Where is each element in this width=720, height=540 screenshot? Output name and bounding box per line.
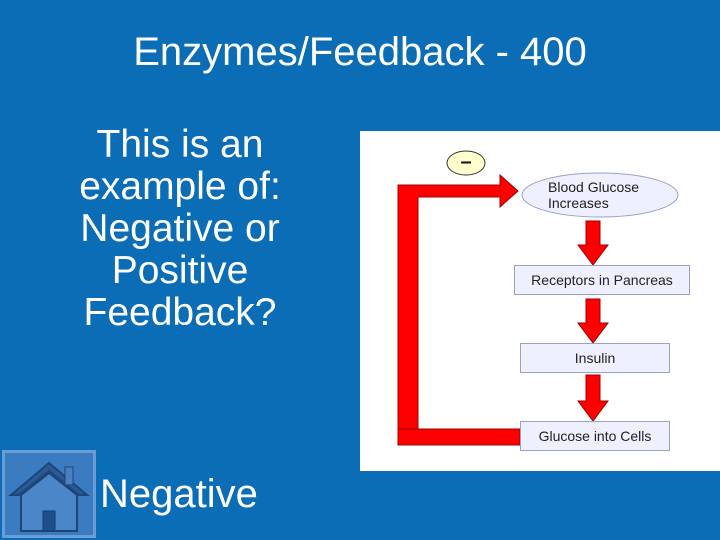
arrow-3 (577, 374, 609, 422)
home-icon (8, 461, 90, 532)
insulin-node: Insulin (520, 343, 670, 373)
question-line: example of: (79, 165, 281, 208)
arrow-2 (577, 298, 609, 344)
feedback-loop-bottom (397, 428, 521, 446)
blood-glucose-line: Blood Glucose (548, 179, 640, 195)
negative-sign-bubble (446, 150, 486, 176)
answer-text: Negative (100, 472, 258, 516)
question-line: This is an (96, 123, 264, 166)
question-line: Feedback? (83, 291, 277, 334)
question-line: Positive (111, 249, 249, 292)
home-button[interactable] (2, 450, 96, 538)
blood-glucose-label: Blood Glucose Increases (548, 179, 660, 211)
feedback-diagram: – Blood Glucose Increases Receptors in P… (360, 131, 720, 471)
blood-glucose-line: Increases (548, 195, 609, 211)
diagram-arrows (397, 150, 679, 446)
blood-glucose-node-shape (521, 172, 679, 218)
arrow-1 (577, 220, 609, 266)
question-line: Negative or (80, 207, 280, 250)
glucose-cells-node: Glucose into Cells (520, 421, 670, 451)
question-text: This is an example of: Negative or Posit… (30, 124, 330, 334)
negative-sign: – (460, 151, 472, 173)
feedback-loop-arrow (397, 173, 519, 430)
slide-title: Enzymes/Feedback - 400 (133, 30, 587, 74)
receptors-node: Receptors in Pancreas (514, 265, 690, 295)
